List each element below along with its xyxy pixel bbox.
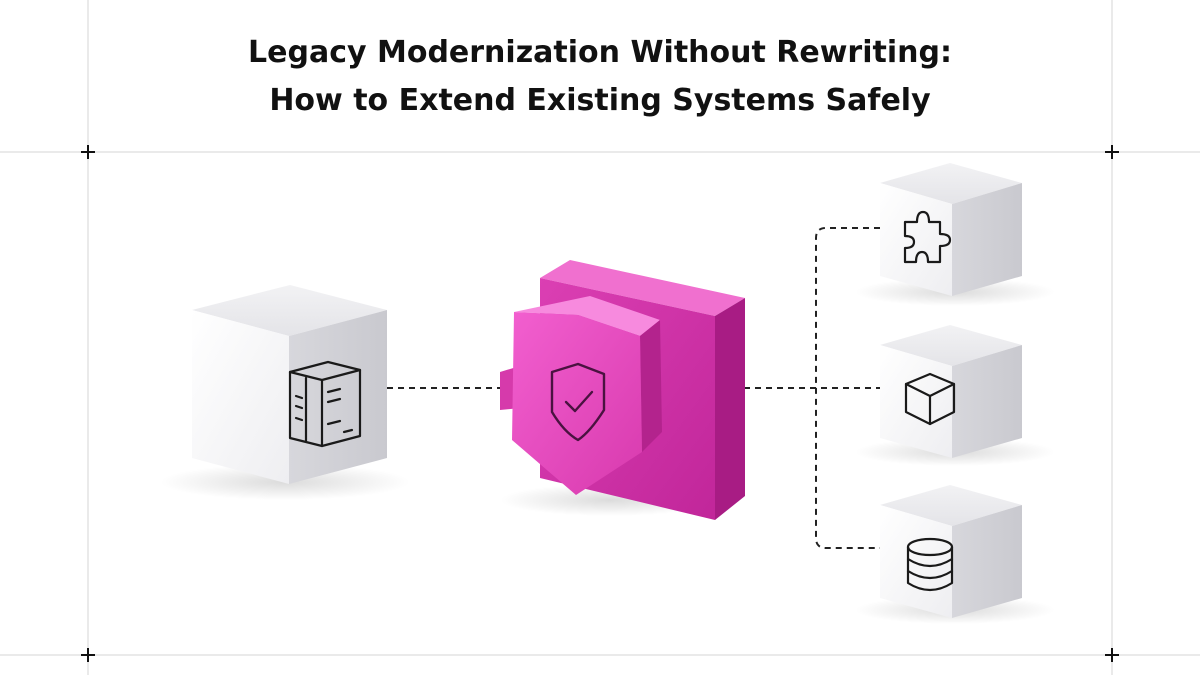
legacy-system-cube (160, 285, 410, 500)
protection-layer (500, 260, 745, 520)
database-icon (906, 537, 954, 592)
module-cube-component (855, 325, 1055, 466)
connector-branch (815, 227, 880, 549)
crosshair-marks (81, 145, 1119, 662)
server-rack-icon (288, 360, 362, 448)
title-line-2: How to Extend Existing Systems Safely (269, 83, 931, 118)
puzzle-piece-icon (903, 210, 952, 264)
shield-check-icon (550, 362, 606, 442)
cube-icon (904, 372, 956, 426)
module-cube-plugin (855, 163, 1055, 306)
title-line-1: Legacy Modernization Without Rewriting: (248, 35, 952, 70)
connectors (387, 227, 880, 549)
module-cube-database (855, 485, 1055, 624)
